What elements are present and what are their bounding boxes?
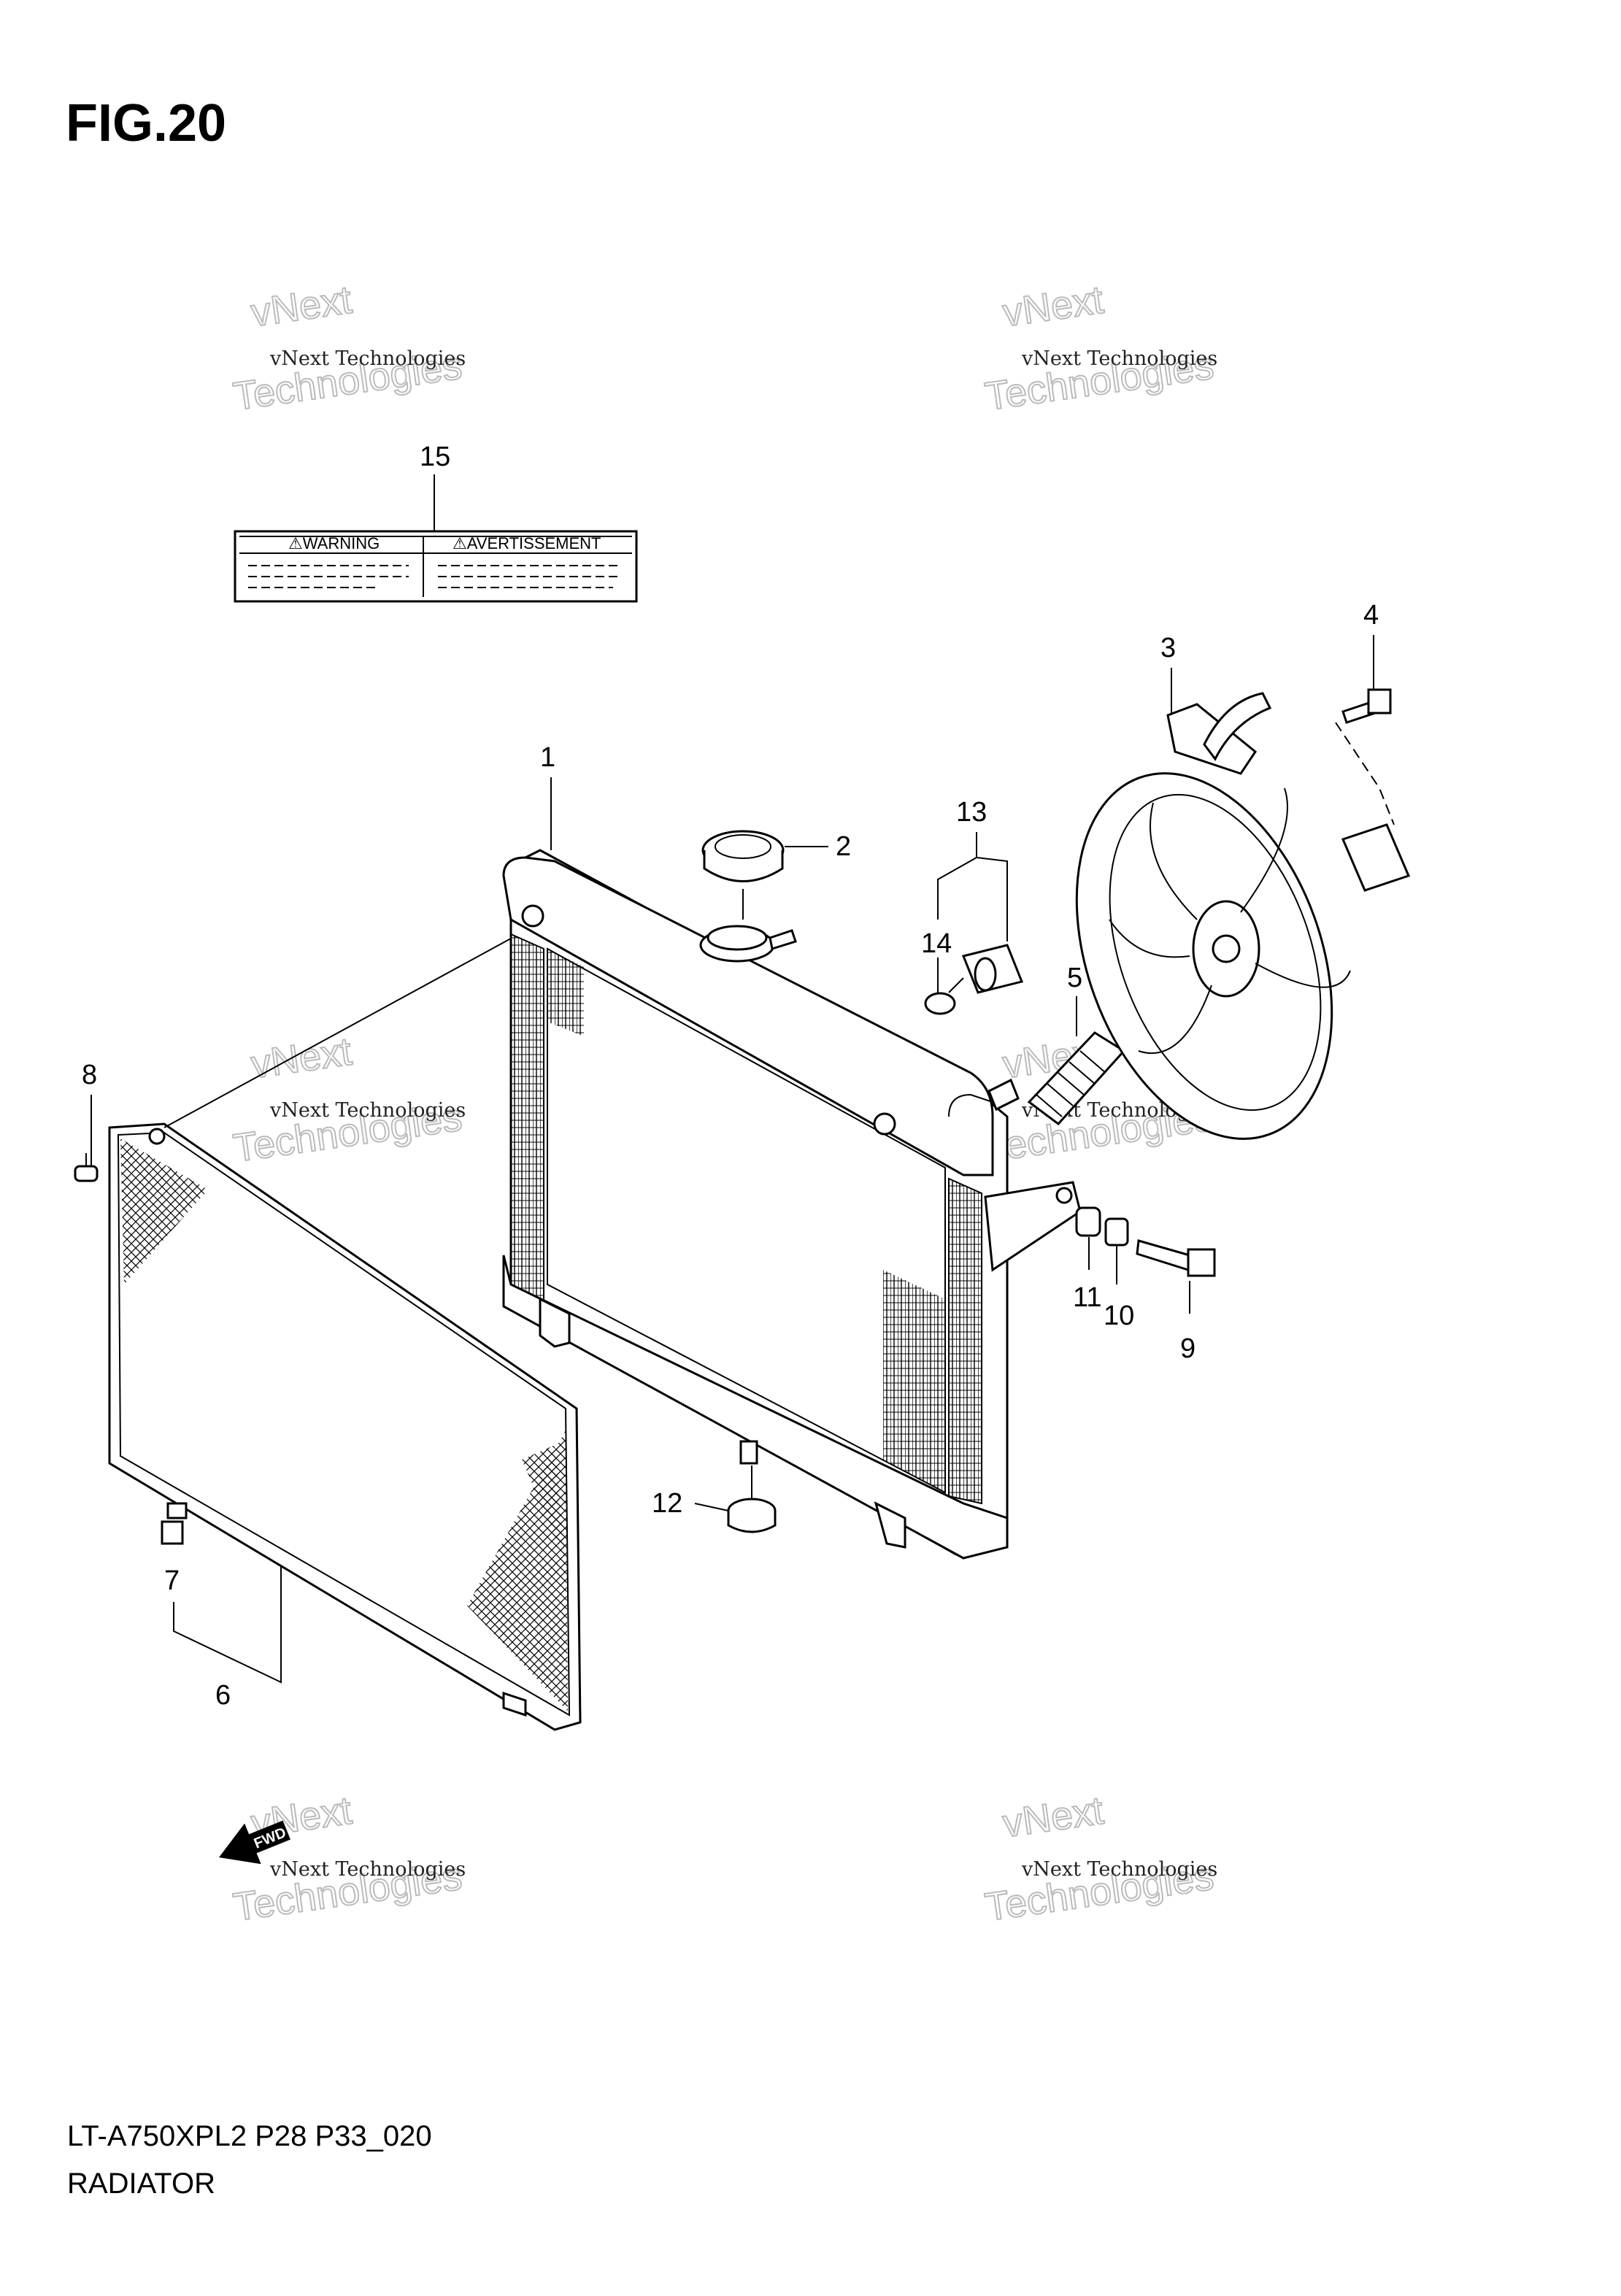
warning-heading: ⚠WARNING xyxy=(288,534,380,552)
callout-13: 13 xyxy=(956,797,987,828)
callout-14: 14 xyxy=(921,928,952,959)
thermo-switch-part xyxy=(924,944,1024,1015)
callout-4: 4 xyxy=(1363,600,1379,631)
callout-3: 3 xyxy=(1160,633,1176,663)
radiator-cover-part xyxy=(108,1122,582,1731)
bolt-part-4 xyxy=(1335,688,1395,825)
svg-text:vNext Technologies: vNext Technologies xyxy=(269,1099,466,1122)
avertissement-heading: ⚠AVERTISSEMENT xyxy=(453,534,601,552)
svg-text:vNext Technologies: vNext Technologies xyxy=(1021,347,1217,370)
svg-text:vNext Technologies: vNext Technologies xyxy=(1021,1858,1217,1881)
callout-1: 1 xyxy=(540,742,555,773)
callout-2: 2 xyxy=(836,831,851,862)
svg-text:vNext: vNext xyxy=(1000,278,1106,336)
clip-part-7: 7 xyxy=(161,1520,184,1596)
collar-part-10 xyxy=(1104,1217,1129,1284)
grommet-part-11 xyxy=(1075,1206,1101,1270)
callout-11: 11 xyxy=(1073,1282,1101,1313)
watermark-bottom-right: vNext Technologies vNext Technologies xyxy=(982,1788,1217,1930)
callout-15: 15 xyxy=(420,442,450,472)
callout-7: 7 xyxy=(164,1565,180,1596)
callout-6: 6 xyxy=(215,1680,231,1711)
callout-12: 12 xyxy=(652,1488,682,1519)
section-name: RADIATOR xyxy=(67,2168,215,2200)
callout-8: 8 xyxy=(82,1060,97,1090)
svg-text:vNext: vNext xyxy=(248,278,354,336)
warning-label-part: 15 ⚠WARNING ⚠AVERTISSEMENT xyxy=(234,442,638,603)
svg-text:vNext Technologies: vNext Technologies xyxy=(269,1858,466,1881)
clip-part-8: 8 xyxy=(74,1060,99,1182)
radiator-cap-part xyxy=(701,830,828,920)
callout-5: 5 xyxy=(1067,963,1082,993)
svg-text:vNext: vNext xyxy=(1000,1789,1106,1846)
model-code: LT-A750XPL2 P28 P33_020 xyxy=(67,2120,432,2152)
bolt-part-9 xyxy=(1136,1239,1216,1314)
svg-text:vNext Technologies: vNext Technologies xyxy=(269,347,466,370)
callout-10: 10 xyxy=(1104,1301,1134,1331)
grommet-part-12 xyxy=(694,1465,777,1533)
watermark-top-left: vNext Technologies vNext Technologies xyxy=(230,277,466,420)
figure-title: FIG.20 xyxy=(66,94,227,153)
callout-9: 9 xyxy=(1180,1333,1195,1364)
watermark-mid-left: vNext Technologies vNext Technologies xyxy=(230,1029,466,1171)
cooling-fan-part xyxy=(1075,692,1411,1140)
radiator-part xyxy=(502,849,1082,1560)
watermark-top-right: vNext Technologies vNext Technologies xyxy=(982,277,1217,420)
svg-text:vNext: vNext xyxy=(248,1030,354,1087)
